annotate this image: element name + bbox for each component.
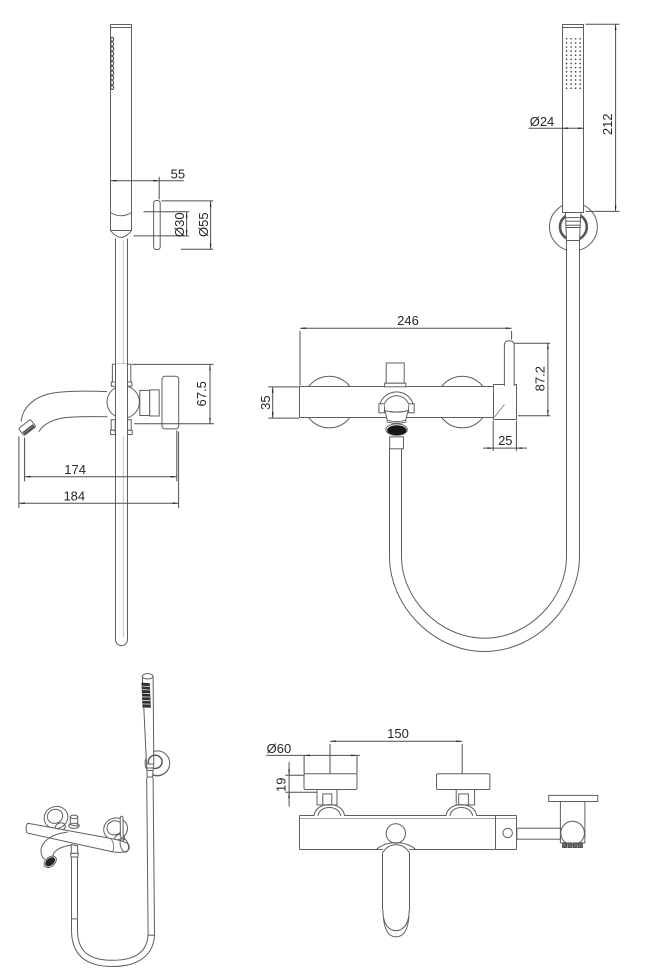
svg-text:Ø60: Ø60 [267, 741, 292, 756]
svg-text:35: 35 [258, 395, 273, 409]
svg-text:87.2: 87.2 [532, 366, 547, 391]
svg-text:174: 174 [64, 462, 86, 477]
svg-text:25: 25 [498, 433, 512, 448]
svg-text:55: 55 [171, 167, 185, 182]
svg-text:212: 212 [600, 113, 615, 135]
svg-text:246: 246 [397, 313, 419, 328]
svg-text:Ø24: Ø24 [530, 114, 555, 129]
svg-text:Ø30: Ø30 [172, 212, 187, 237]
svg-text:67.5: 67.5 [194, 381, 209, 406]
svg-text:150: 150 [387, 726, 409, 741]
svg-text:Ø55: Ø55 [196, 212, 211, 237]
svg-text:19: 19 [273, 777, 288, 791]
svg-text:184: 184 [63, 488, 85, 503]
